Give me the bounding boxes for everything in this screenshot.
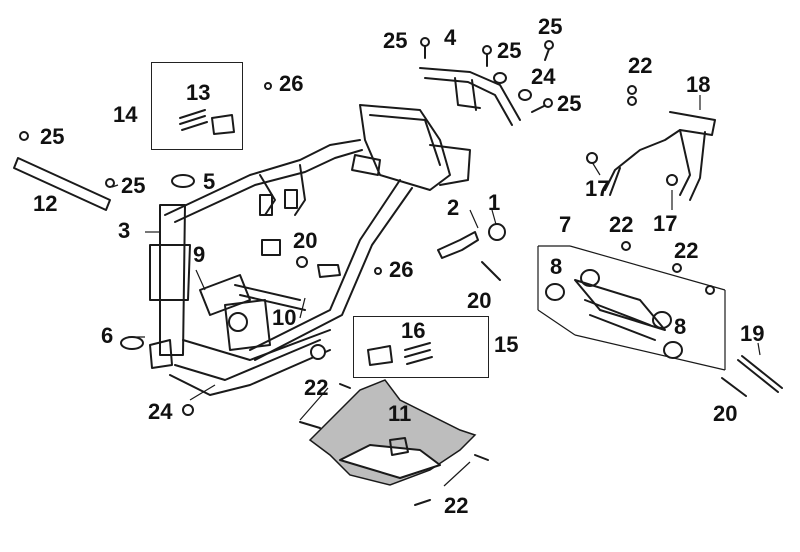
callout-25-bracket-mid: 25 bbox=[497, 38, 522, 63]
callout-20-mount: 20 bbox=[713, 401, 738, 426]
callout-24-bracket: 24 bbox=[531, 64, 556, 89]
inset-box-16 bbox=[353, 316, 489, 378]
callout-25-bracket-left: 25 bbox=[383, 28, 408, 53]
callout-13: 13 bbox=[186, 80, 211, 105]
callout-14: 14 bbox=[113, 102, 138, 127]
callout-22-mount-top: 22 bbox=[609, 212, 634, 237]
callout-17-left: 17 bbox=[585, 176, 610, 201]
part-4-bracket bbox=[419, 37, 554, 126]
callout-22-cover-top: 22 bbox=[304, 375, 329, 400]
callout-18: 18 bbox=[686, 72, 711, 97]
callout-20-bolt: 20 bbox=[467, 288, 492, 313]
callout-10: 10 bbox=[272, 305, 297, 330]
callout-8-right: 8 bbox=[674, 314, 687, 339]
part-11-cover bbox=[299, 379, 489, 506]
callout-16: 16 bbox=[401, 318, 426, 343]
callout-7: 7 bbox=[559, 212, 572, 237]
callout-22-mount-right: 22 bbox=[674, 238, 699, 263]
callout-25-handle: 22 bbox=[628, 53, 653, 78]
callout-24-frame: 24 bbox=[148, 399, 173, 424]
part-18-bracket bbox=[586, 85, 716, 201]
callout-22-cover-bottom: 22 bbox=[444, 493, 469, 518]
callout-12: 12 bbox=[33, 191, 58, 216]
callout-25-frame: 25 bbox=[121, 173, 146, 198]
callout-8-left: 8 bbox=[550, 254, 563, 279]
callout-2: 2 bbox=[447, 195, 460, 220]
inset-box-13 bbox=[151, 62, 243, 150]
callout-17-right: 17 bbox=[653, 211, 678, 236]
small-parts bbox=[19, 82, 783, 416]
callout-15: 15 bbox=[494, 332, 519, 357]
part-7-mount bbox=[545, 241, 715, 359]
callout-5: 5 bbox=[203, 169, 216, 194]
main-frame bbox=[149, 104, 471, 396]
inset-16-parts bbox=[367, 342, 433, 366]
callout-3: 3 bbox=[118, 218, 131, 243]
callout-25-bracket-right: 25 bbox=[557, 91, 582, 116]
callout-20-frame: 20 bbox=[293, 228, 318, 253]
callout-11: 11 bbox=[388, 401, 412, 426]
inset-13-parts bbox=[179, 109, 235, 135]
callout-26-mid: 26 bbox=[389, 257, 414, 282]
callout-25-bracket-top: 25 bbox=[538, 14, 563, 39]
callout-19: 19 bbox=[740, 321, 765, 346]
callout-1: 1 bbox=[488, 190, 501, 215]
part-12-strip bbox=[13, 157, 111, 211]
callout-9: 9 bbox=[193, 242, 206, 267]
callout-25-strip: 25 bbox=[40, 124, 65, 149]
callout-26-top: 26 bbox=[279, 71, 304, 96]
callout-4: 4 bbox=[444, 25, 457, 50]
leader-lines bbox=[111, 95, 761, 487]
callout-6: 6 bbox=[101, 323, 114, 348]
